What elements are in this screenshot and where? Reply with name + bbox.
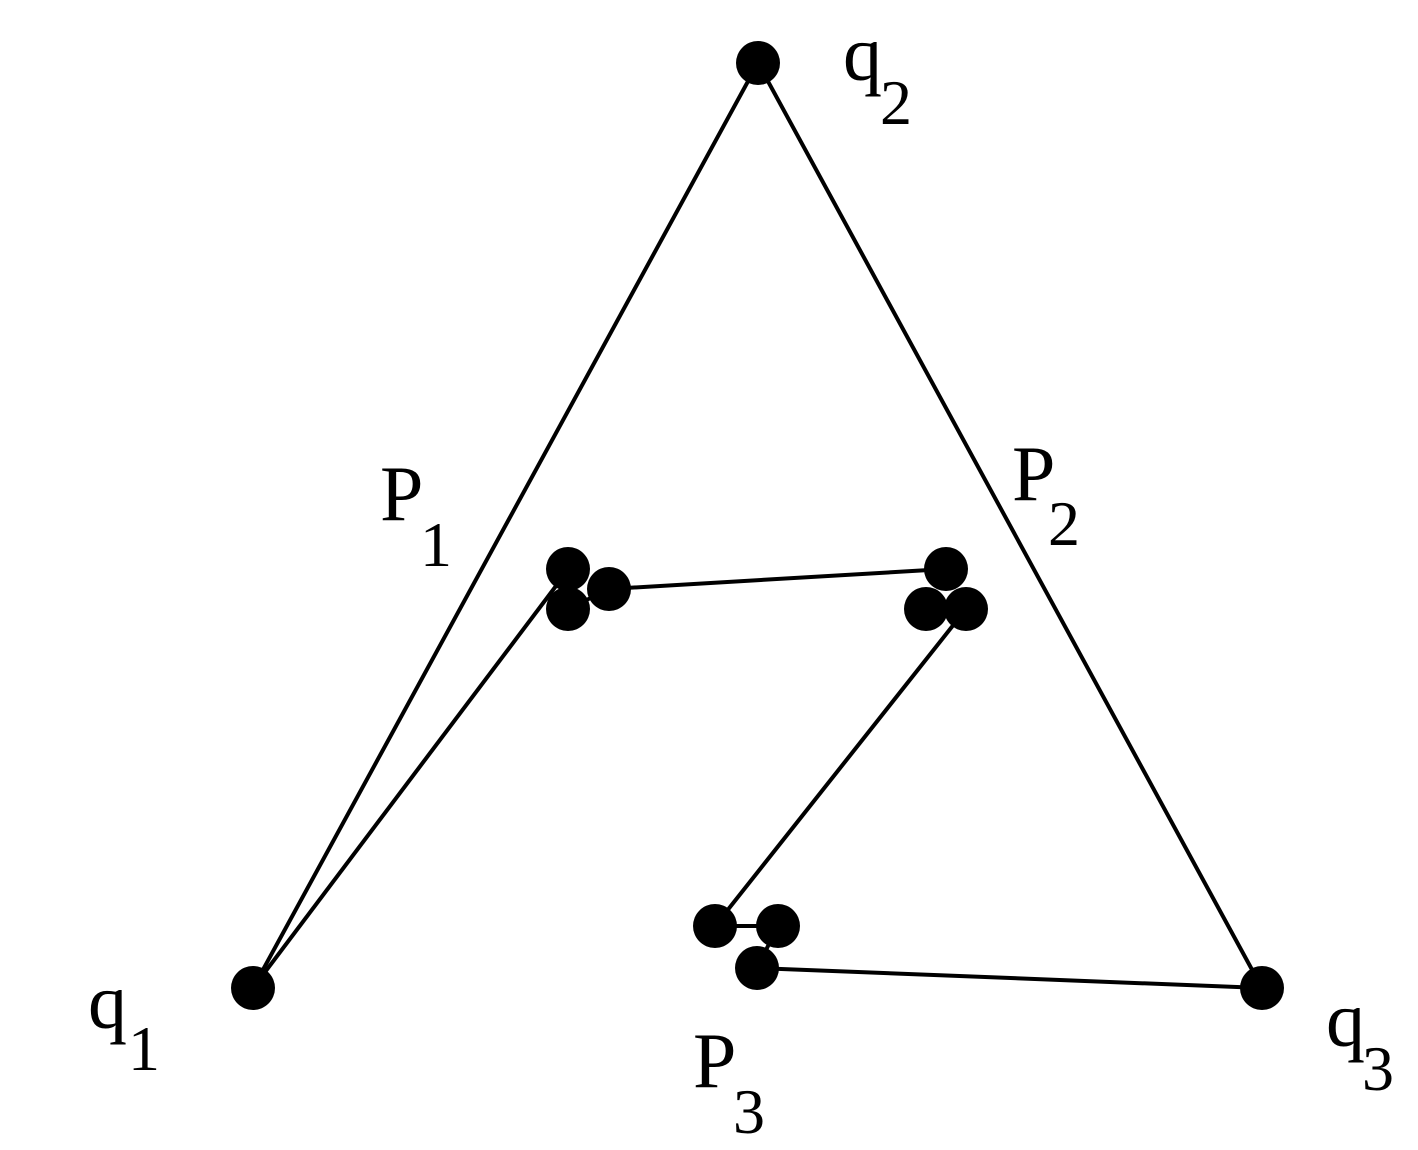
cluster-P2-point xyxy=(944,587,988,631)
edge-line xyxy=(251,576,564,990)
edge-group xyxy=(251,62,1264,990)
cluster-P2-point xyxy=(924,547,968,591)
node-group xyxy=(231,41,1284,1010)
vertex-q2-subscript: 2 xyxy=(880,67,912,138)
vertex-q2-label: q xyxy=(843,10,882,97)
cluster-P3-point xyxy=(693,904,737,948)
vertex-q1-label: q xyxy=(88,958,127,1045)
cluster-P2-subscript: 2 xyxy=(1048,488,1080,559)
edge-line xyxy=(713,607,968,928)
cluster-P2-label: P xyxy=(1012,430,1055,517)
vertex-q1 xyxy=(231,966,275,1010)
cluster-P1-point xyxy=(546,547,590,591)
cluster-P1-label: P xyxy=(380,450,423,537)
cluster-P1-point xyxy=(546,587,590,631)
vertex-q3 xyxy=(1240,966,1284,1010)
vertex-q3-subscript: 3 xyxy=(1362,1033,1394,1104)
vertex-q1-subscript: 1 xyxy=(128,1013,160,1084)
cluster-P1-subscript: 1 xyxy=(420,509,452,580)
vertex-q2 xyxy=(736,41,780,85)
cluster-P3-subscript: 3 xyxy=(733,1076,765,1147)
cluster-P1-point xyxy=(587,567,631,611)
cluster-P2-point xyxy=(904,587,948,631)
vertex-q3-label: q xyxy=(1326,976,1365,1063)
edge-line xyxy=(608,567,947,591)
cluster-P3-point xyxy=(735,946,779,990)
edge-line xyxy=(756,62,1264,989)
edge-line xyxy=(251,62,760,989)
edge-line xyxy=(756,966,1263,990)
cluster-P3-point xyxy=(756,904,800,948)
cluster-P3-label: P xyxy=(693,1017,736,1104)
